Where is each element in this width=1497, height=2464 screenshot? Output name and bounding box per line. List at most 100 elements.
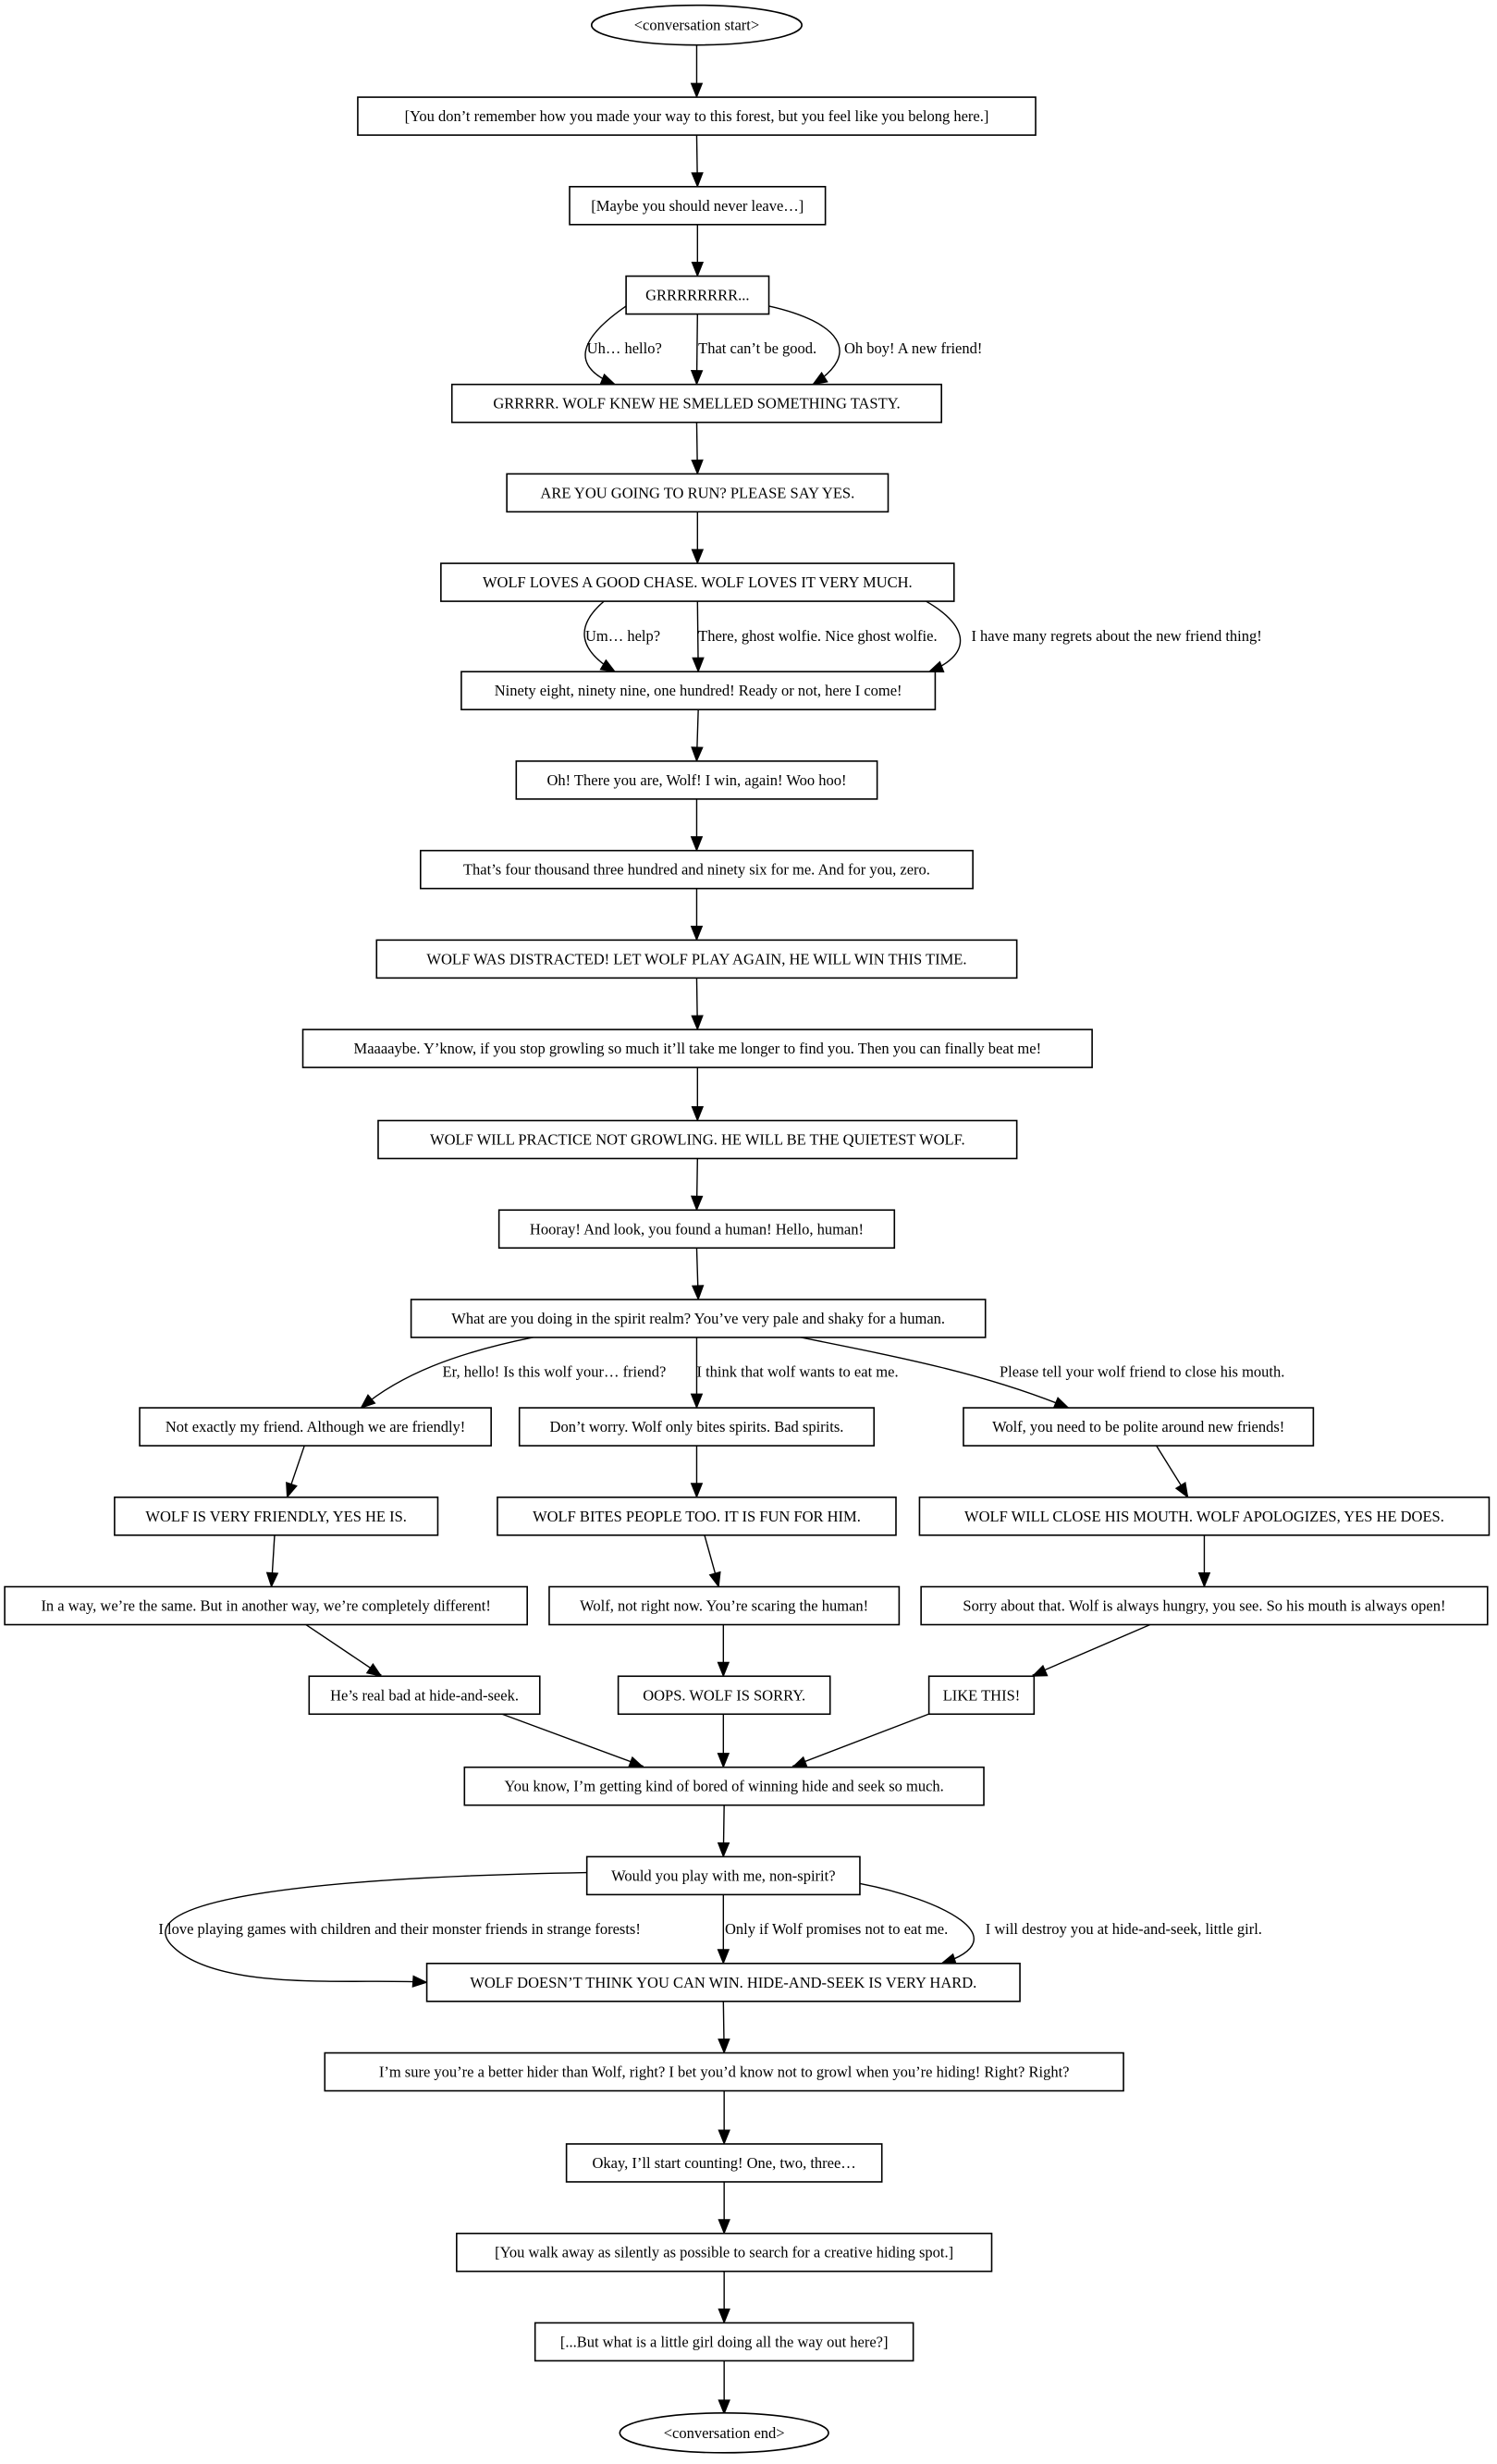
arrowhead-icon bbox=[1174, 1482, 1189, 1498]
node-text: I’m sure you’re a better hider than Wolf… bbox=[379, 2064, 1070, 2081]
node-text: Not exactly my friend. Although we are f… bbox=[166, 1418, 465, 1435]
dialogue-node: ARE YOU GOING TO RUN? PLEASE SAY YES. bbox=[506, 473, 890, 513]
edge-line bbox=[305, 1623, 382, 1676]
node-box bbox=[456, 2232, 993, 2273]
arrowhead-icon bbox=[718, 2399, 730, 2416]
node-box bbox=[506, 473, 890, 513]
node-box bbox=[460, 671, 937, 710]
node-text: Hooray! And look, you found a human! Hel… bbox=[530, 1220, 864, 1238]
arrowhead-icon bbox=[708, 1571, 721, 1588]
arrowhead-icon bbox=[717, 1949, 730, 1965]
arrowhead-icon bbox=[718, 2038, 730, 2054]
node-text: GRRRRR. WOLF KNEW HE SMELLED SOMETHING T… bbox=[493, 395, 900, 413]
edge-line bbox=[768, 305, 841, 386]
edge bbox=[691, 1248, 705, 1301]
edge bbox=[718, 2271, 730, 2324]
edge bbox=[718, 2360, 730, 2416]
node-box bbox=[617, 1675, 831, 1716]
dialogue-node: What are you doing in the spirit realm? … bbox=[410, 1299, 987, 1338]
edge bbox=[718, 2181, 730, 2236]
node-text: He’s real bad at hide-and-seek. bbox=[330, 1686, 519, 1704]
arrowhead-icon bbox=[691, 262, 705, 277]
edge bbox=[690, 43, 704, 99]
dialogue-node: WOLF WILL PRACTICE NOT GROWLING. HE WILL… bbox=[377, 1119, 1018, 1160]
node-ellipse bbox=[619, 2412, 829, 2454]
node-box bbox=[585, 1855, 861, 1896]
edge: Oh boy! A new friend! bbox=[768, 305, 982, 386]
edge-line bbox=[501, 1713, 644, 1768]
dialogue-node: That’s four thousand three hundred and n… bbox=[419, 849, 974, 890]
node-text: Would you play with me, non-spirit? bbox=[611, 1866, 835, 1884]
node-box bbox=[515, 760, 878, 800]
node-text: Wolf, you need to be polite around new f… bbox=[992, 1418, 1284, 1435]
edge bbox=[690, 798, 704, 852]
node-box bbox=[375, 939, 1018, 979]
edge: Uh… hello? bbox=[584, 305, 662, 386]
dialogue-node: Not exactly my friend. Although we are f… bbox=[139, 1407, 492, 1447]
arrowhead-icon bbox=[692, 657, 705, 673]
dialogue-node: Maaaaybe. Y’know, if you stop growling s… bbox=[301, 1029, 1093, 1068]
dialogue-node: [You don’t remember how you made your wa… bbox=[357, 96, 1037, 136]
arrowhead-icon bbox=[286, 1481, 298, 1499]
node-box bbox=[377, 1119, 1018, 1160]
edge bbox=[691, 224, 705, 277]
node-ellipse bbox=[590, 4, 803, 46]
node-text: <conversation end> bbox=[664, 2424, 785, 2442]
node-box bbox=[324, 2051, 1124, 2092]
node-text: What are you doing in the spirit realm? … bbox=[451, 1310, 945, 1327]
node-box bbox=[308, 1675, 541, 1716]
node-text: WOLF DOESN’T THINK YOU CAN WIN. HIDE-AND… bbox=[470, 1974, 976, 1991]
dialogue-node: WOLF IS VERY FRIENDLY, YES HE IS. bbox=[114, 1497, 439, 1536]
edge bbox=[1031, 1623, 1151, 1677]
edge: Um… help? bbox=[583, 600, 660, 673]
edge: I love playing games with children and t… bbox=[158, 1871, 641, 1988]
arrowhead-icon bbox=[691, 548, 705, 565]
arrowhead-icon bbox=[411, 1975, 428, 1988]
node-box bbox=[4, 1585, 528, 1626]
node-box bbox=[920, 1585, 1489, 1626]
arrowhead-icon bbox=[360, 1394, 376, 1410]
node-text: Wolf, not right now. You’re scaring the … bbox=[580, 1597, 868, 1615]
edge: Er, hello! Is this wolf your… friend? bbox=[360, 1337, 666, 1410]
edge: That can’t be good. bbox=[690, 314, 816, 386]
arrowhead-icon bbox=[690, 82, 704, 99]
edge bbox=[690, 888, 704, 942]
dialogue-node: GRRRRR. WOLF KNEW HE SMELLED SOMETHING T… bbox=[450, 383, 942, 424]
node-text: GRRRRRRRR... bbox=[645, 287, 749, 304]
dialogue-node: WOLF DOESN’T THINK YOU CAN WIN. HIDE-AND… bbox=[425, 1963, 1021, 2002]
node-box bbox=[625, 275, 770, 315]
edge bbox=[1197, 1534, 1211, 1588]
node-text: ARE YOU GOING TO RUN? PLEASE SAY YES. bbox=[540, 484, 854, 501]
dialogue-node: WOLF LOVES A GOOD CHASE. WOLF LOVES IT V… bbox=[440, 562, 955, 602]
edges-layer: Uh… hello? That can’t be good. Oh boy! A n… bbox=[158, 43, 1284, 2416]
node-box bbox=[963, 1407, 1315, 1447]
dialogue-node: Ninety eight, ninety nine, one hundred! … bbox=[460, 671, 937, 710]
edge: Please tell your wolf friend to close hi… bbox=[800, 1337, 1284, 1409]
node-box bbox=[548, 1585, 901, 1626]
arrowhead-icon bbox=[718, 2129, 730, 2146]
edge bbox=[791, 1713, 929, 1768]
arrowhead-icon bbox=[927, 660, 945, 673]
arrowhead-icon bbox=[265, 1571, 279, 1588]
edge-label: There, ghost wolfie. Nice ghost wolfie. bbox=[698, 627, 937, 645]
edge-label: Oh boy! A new friend! bbox=[844, 339, 982, 357]
edge-label: I love playing games with children and t… bbox=[158, 1920, 640, 1938]
edge bbox=[717, 1624, 730, 1678]
node-text: WOLF WILL CLOSE HIS MOUTH. WOLF APOLOGIZ… bbox=[964, 1508, 1444, 1525]
edge-line bbox=[360, 1337, 534, 1409]
dialogue-node: Wolf, you need to be polite around new f… bbox=[963, 1407, 1315, 1447]
dialogue-node: [Maybe you should never leave…] bbox=[569, 186, 827, 226]
arrowhead-icon bbox=[691, 172, 704, 189]
node-text: [Maybe you should never leave…] bbox=[591, 197, 804, 215]
edge-label: I have many regrets about the new friend… bbox=[971, 627, 1261, 645]
edge bbox=[691, 709, 704, 763]
arrowhead-icon bbox=[718, 2308, 730, 2324]
dialogue-node: Don’t worry. Wolf only bites spirits. Ba… bbox=[518, 1407, 876, 1447]
node-text: OOPS. WOLF IS SORRY. bbox=[643, 1686, 805, 1704]
edge: There, ghost wolfie. Nice ghost wolfie. bbox=[692, 601, 938, 673]
edge-line bbox=[859, 1882, 975, 1965]
arrowhead-icon bbox=[1197, 1572, 1211, 1588]
edge bbox=[691, 978, 704, 1031]
arrowhead-icon bbox=[1052, 1397, 1070, 1409]
dialogue-node: Would you play with me, non-spirit? bbox=[585, 1855, 861, 1896]
